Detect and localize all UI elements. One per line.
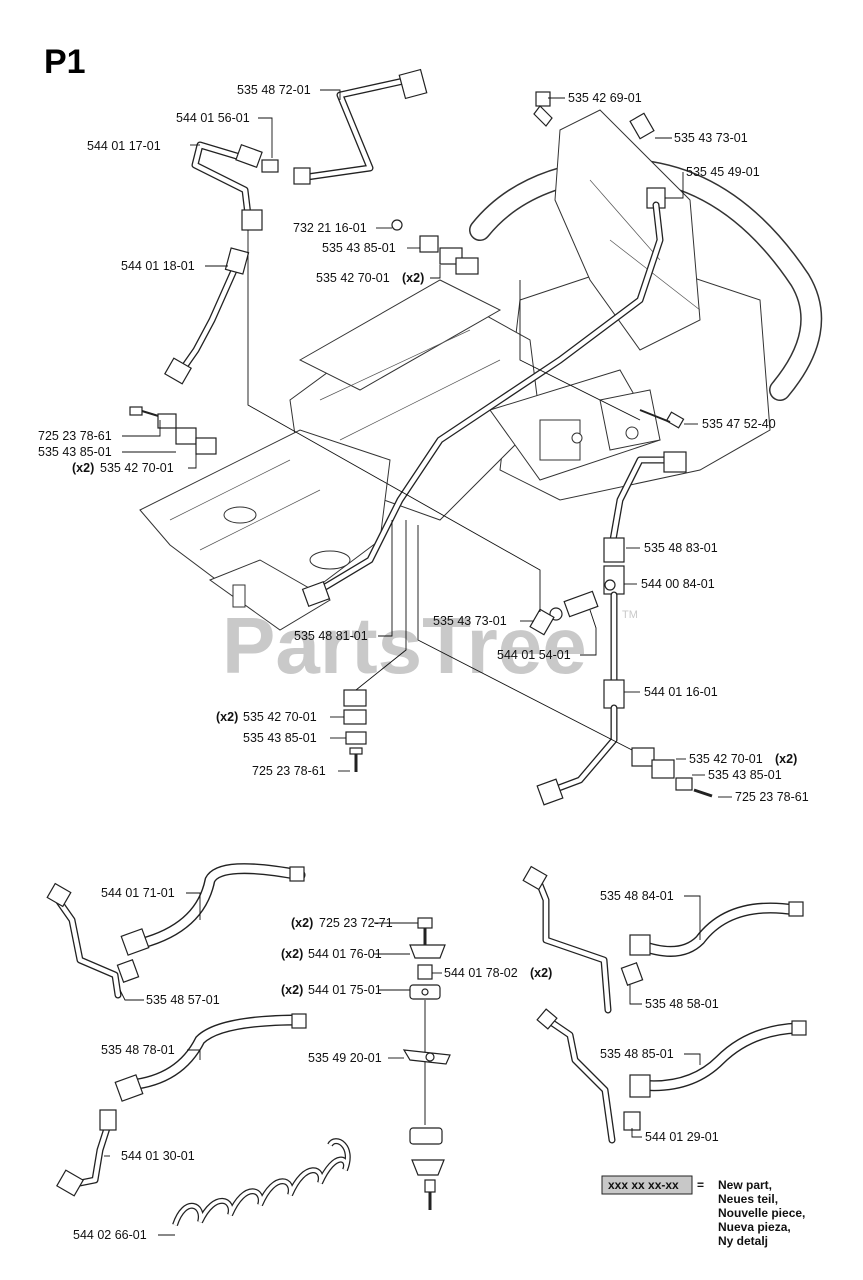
legend-line: Neues teil, [718, 1192, 778, 1206]
watermark: PartsTree [222, 601, 587, 690]
part-label: 544 01 71-01 [101, 886, 175, 900]
part-label: 544 01 30-01 [121, 1149, 195, 1163]
legend-line: Nueva pieza, [718, 1220, 791, 1234]
part-label: 535 42 69-01 [568, 91, 642, 105]
part-label: 544 01 17-01 [87, 139, 161, 153]
part-label: 544 01 76-01 [308, 947, 382, 961]
part-label: 535 48 81-01 [294, 629, 368, 643]
part-labels: 535 48 72-01 544 01 56-01 544 01 17-01 5… [38, 83, 809, 1242]
part-label: 535 43 85-01 [322, 241, 396, 255]
legend-line: Nouvelle piece, [718, 1206, 805, 1220]
part-label: 544 00 84-01 [641, 577, 715, 591]
part-label: 725 23 78-61 [735, 790, 809, 804]
part-label: 535 48 84-01 [600, 889, 674, 903]
part-label-qty: (x2) [72, 461, 94, 475]
part-label: 732 21 16-01 [293, 221, 367, 235]
legend-equals: = [697, 1178, 704, 1192]
part-label: 535 48 57-01 [146, 993, 220, 1007]
part-label-qty: (x2) [402, 271, 424, 285]
part-label: 535 48 58-01 [645, 997, 719, 1011]
hydraulic-pipes [164, 68, 687, 806]
part-label-qty: (x2) [281, 947, 303, 961]
part-label: 544 02 66-01 [73, 1228, 147, 1242]
part-label: 535 47 52-40 [702, 417, 776, 431]
part-label: 544 01 16-01 [644, 685, 718, 699]
legend: xxx xx xx-xx = New part, Neues teil, Nou… [601, 1175, 805, 1248]
legend-swatch [601, 1175, 693, 1195]
part-label: 544 01 29-01 [645, 1130, 719, 1144]
bottom-hoses [46, 863, 807, 1227]
part-label-qty: (x2) [775, 752, 797, 766]
part-label: 535 43 85-01 [708, 768, 782, 782]
part-label: 544 01 78-02 [444, 966, 518, 980]
part-label-qty: (x2) [291, 916, 313, 930]
part-label: 725 23 78-61 [252, 764, 326, 778]
part-label: 544 01 56-01 [176, 111, 250, 125]
part-label-qty: (x2) [530, 966, 552, 980]
chassis-frame [139, 109, 823, 631]
part-label: 544 01 75-01 [308, 983, 382, 997]
legend-code: xxx xx xx-xx [608, 1178, 679, 1192]
part-label: 544 01 18-01 [121, 259, 195, 273]
part-label: 544 01 54-01 [497, 648, 571, 662]
part-label: 535 43 85-01 [38, 445, 112, 459]
part-label: 535 43 85-01 [243, 731, 317, 745]
part-label: 535 48 83-01 [644, 541, 718, 555]
part-label: 535 48 72-01 [237, 83, 311, 97]
part-label: 535 45 49-01 [686, 165, 760, 179]
part-label: 725 23 78-61 [38, 429, 112, 443]
page-title: P1 [44, 43, 86, 81]
part-label: 535 42 70-01 [689, 752, 763, 766]
legend-line: New part, [718, 1178, 772, 1192]
part-label: 535 42 70-01 [316, 271, 390, 285]
part-label: 535 48 85-01 [600, 1047, 674, 1061]
part-label-qty: (x2) [216, 710, 238, 724]
legend-line: Ny detalj [718, 1234, 768, 1248]
part-label: 535 43 73-01 [674, 131, 748, 145]
clamp-parts [129, 219, 713, 798]
part-label: 535 42 70-01 [243, 710, 317, 724]
part-label: 535 42 70-01 [100, 461, 174, 475]
part-label: 535 43 73-01 [433, 614, 507, 628]
part-label: 535 49 20-01 [308, 1051, 382, 1065]
part-label: 535 48 78-01 [101, 1043, 175, 1057]
watermark-tm: TM [622, 609, 638, 621]
part-label: 725 23 72-71 [319, 916, 393, 930]
leader-lines [104, 89, 732, 1236]
part-label-qty: (x2) [281, 983, 303, 997]
